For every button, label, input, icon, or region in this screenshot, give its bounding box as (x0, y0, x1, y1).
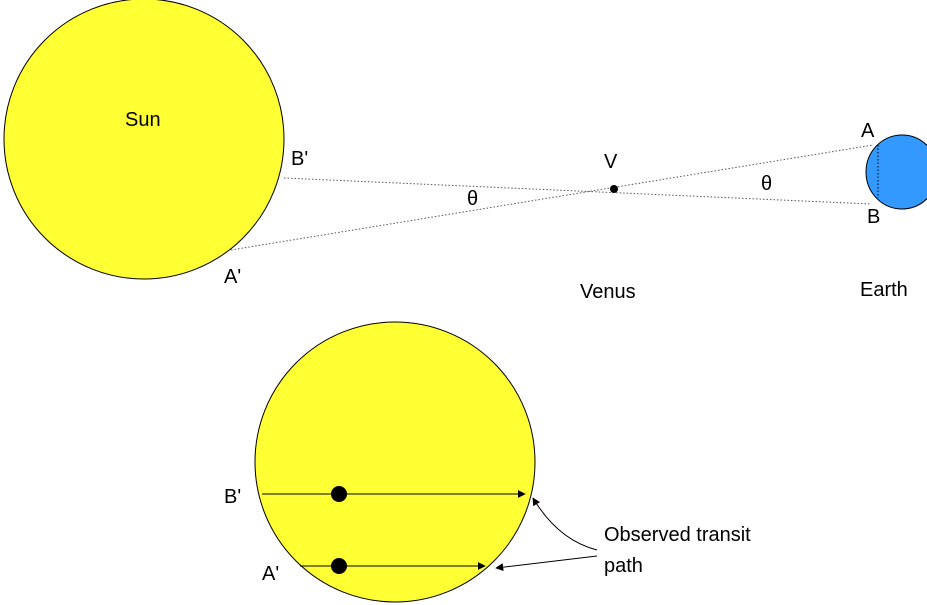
venus-disk-b-prime (331, 486, 347, 502)
venus-dot (610, 185, 618, 193)
point-a-label: A (861, 120, 875, 142)
point-b-label: B (867, 206, 880, 228)
callout-arrow-upper (532, 497, 598, 551)
earth-disk (865, 134, 927, 210)
angle-theta-left-label: θ (467, 188, 478, 210)
bottom-diagram: B' A' Observed transit path (224, 321, 751, 603)
sun-face-disk (254, 321, 536, 603)
path-a-prime-label: A' (262, 563, 279, 585)
venus-point-label: V (604, 151, 618, 173)
angle-theta-right-label: θ (761, 173, 772, 195)
venus-disk-a-prime (331, 558, 347, 574)
callout-arrow-lower (495, 555, 598, 572)
path-b-prime-label: B' (224, 486, 241, 508)
sun-label: Sun (125, 109, 161, 131)
earth-label: Earth (860, 279, 908, 301)
point-b-prime-label: B' (291, 148, 308, 170)
sightline-a-prime-to-a (230, 144, 874, 251)
callout-label-line2: path (604, 555, 643, 577)
callout-label-line1: Observed transit (604, 524, 751, 546)
top-diagram: Sun B' A' θ V θ A B Venus Earth (3, 0, 927, 303)
sun-disk (3, 0, 285, 280)
sightline-b-prime-to-b (283, 177, 872, 205)
point-a-prime-label: A' (224, 266, 241, 288)
venus-label: Venus (580, 281, 636, 303)
